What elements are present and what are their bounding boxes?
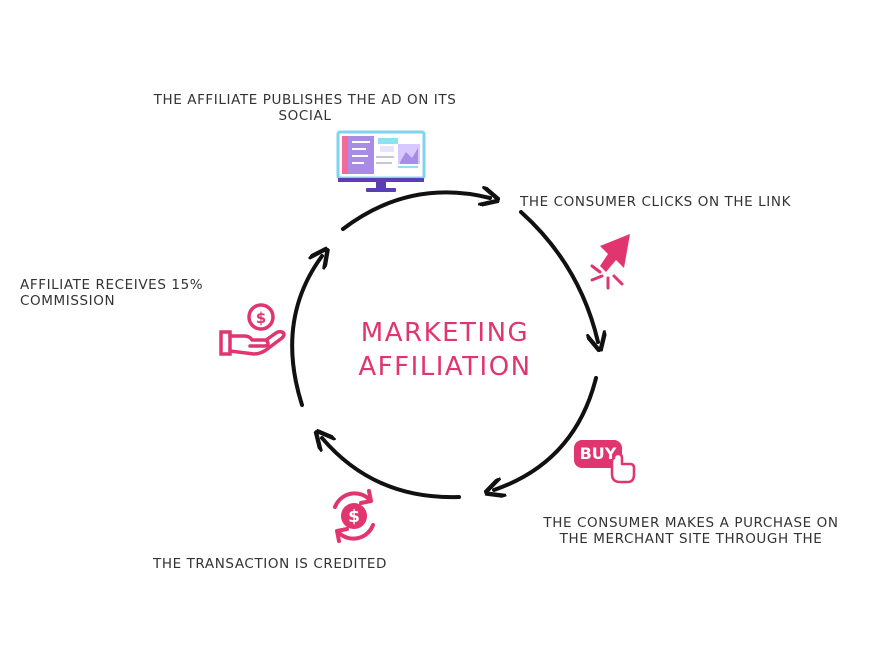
monitor-icon <box>336 130 426 192</box>
arrow-publish-to-click <box>341 192 490 231</box>
hand-coin-icon: $ <box>219 303 286 356</box>
step-label-clicks: THE CONSUMER CLICKS ON THE LINK <box>520 194 792 210</box>
center-title-line2: AFFILIATION <box>358 352 532 382</box>
cursor-click-icon <box>590 234 630 290</box>
step-label-publish: THE AFFILIATE PUBLISHES THE AD ON ITS SO… <box>153 92 457 124</box>
svg-text:$: $ <box>256 309 266 327</box>
step-label-commission: AFFILIATE RECEIVES 15% COMMISSION <box>20 277 204 309</box>
arrow-credited-to-commission <box>322 438 461 500</box>
arrow-purchase-to-credited <box>494 376 598 490</box>
step-label-purchase: THE CONSUMER MAKES A PURCHASE ON THE MER… <box>543 515 839 547</box>
svg-text:$: $ <box>348 507 360 527</box>
dollar-cycle-icon: $ <box>333 489 375 543</box>
buy-button-text: BUY <box>579 444 617 463</box>
arrow-commission-to-publish <box>290 256 322 407</box>
arrow-click-to-purchase <box>519 210 598 342</box>
buy-button-icon: BUY <box>572 438 636 486</box>
step-label-credited: THE TRANSACTION IS CREDITED <box>152 556 388 572</box>
center-title-line1: MARKETING <box>360 318 530 348</box>
